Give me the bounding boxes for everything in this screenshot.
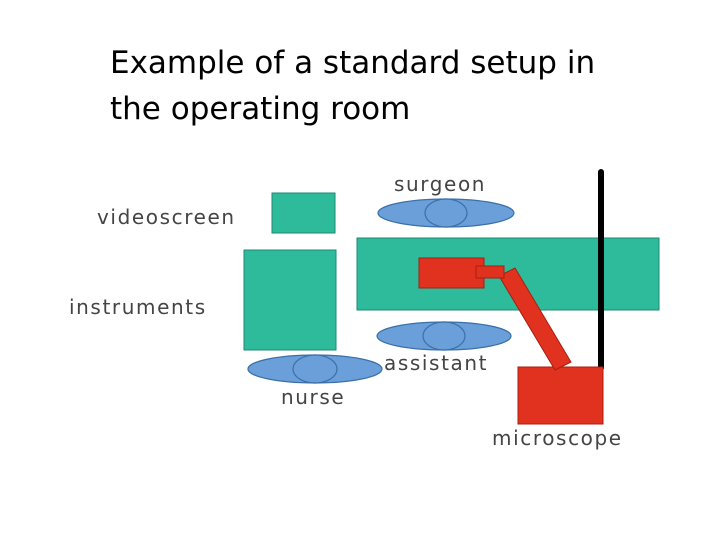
microscope-label: microscope xyxy=(492,426,623,450)
title-line-2: the operating room xyxy=(110,91,411,127)
operating-table xyxy=(356,237,660,311)
microscope-base xyxy=(517,366,604,425)
slide-title: Example of a standard setup in the opera… xyxy=(110,40,670,132)
instruments-label: instruments xyxy=(69,295,207,319)
videoscreen-box xyxy=(271,192,336,234)
microscope-connector xyxy=(475,265,505,279)
nurse-figure xyxy=(247,354,383,384)
videoscreen-label: videoscreen xyxy=(97,205,236,229)
instruments-table xyxy=(243,249,337,351)
assistant-label: assistant xyxy=(384,351,488,375)
assistant-figure xyxy=(376,321,512,351)
title-line-1: Example of a standard setup in xyxy=(110,45,596,81)
surgeon-figure xyxy=(377,198,515,228)
microscope-head xyxy=(418,257,485,289)
surgeon-label: surgeon xyxy=(394,172,486,196)
nurse-label: nurse xyxy=(281,385,345,409)
microscope-arm xyxy=(498,267,572,371)
